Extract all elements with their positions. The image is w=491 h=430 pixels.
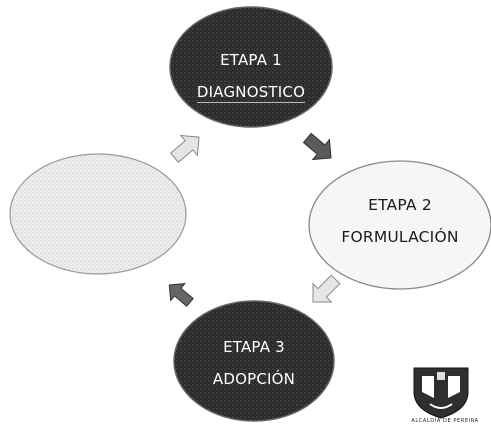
stage-1-title: ETAPA 1: [220, 51, 282, 69]
logo-caption: ALCALDÍA DE PEREIRA: [411, 418, 479, 424]
stage-3-title: ETAPA 3: [223, 338, 285, 356]
stage-2-title: ETAPA 2: [368, 196, 432, 214]
stage-1-name: DIAGNOSTICO: [196, 83, 306, 103]
arrow-stage2-to-stage3: [312, 274, 341, 303]
stage-3-node: [173, 300, 335, 422]
stage-2-name: FORMULACIÓN: [341, 228, 459, 246]
stage-2-node: [308, 160, 491, 290]
stage-1-node: [169, 6, 333, 128]
stage-2-label: ETAPA 2 FORMULACIÓN: [322, 195, 478, 247]
stage-1-label: ETAPA 1 DIAGNOSTICO: [181, 50, 321, 103]
stage-4-node: [9, 153, 187, 275]
stage-3-name: ADOPCIÓN: [212, 370, 296, 388]
stage-3-label: ETAPA 3 ADOPCIÓN: [184, 337, 324, 389]
shield-logo-icon: [413, 367, 469, 419]
arrow-stage1-to-stage2: [302, 132, 332, 161]
arrow-stage4-to-stage1: [169, 134, 200, 163]
arrow-stage3-to-stage4: [168, 283, 194, 307]
